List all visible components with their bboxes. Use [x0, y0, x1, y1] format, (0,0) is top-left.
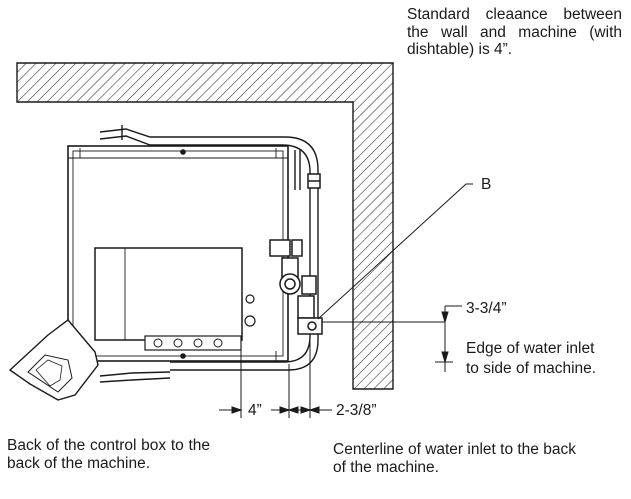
callout-b-arrow: [317, 183, 467, 320]
wall-hatched: [16, 62, 394, 390]
dimension-centerline-label: 2-3/8”: [336, 402, 377, 419]
inlet-valves: [269, 173, 323, 335]
dimension-inlet-edge-label: 3-3/4”: [466, 300, 507, 317]
dimension-wall-gap-label: 4”: [248, 402, 262, 419]
inlet-edge-note-line1: Edge of water inlet: [466, 340, 595, 357]
centerline-note: Centerline of water inlet to the back of…: [333, 441, 576, 476]
inlet-piping: [99, 125, 319, 383]
callout-b-label: B: [481, 176, 491, 193]
dimension-bottom: [219, 334, 332, 418]
clearance-note: Standard cleaance between the wall and m…: [407, 6, 622, 58]
inlet-edge-note-line2: to side of machine.: [466, 360, 597, 377]
dimension-inlet-edge: [322, 305, 462, 372]
drain-hose: [8, 319, 99, 401]
control-box: [94, 247, 256, 351]
control-box-note: Back of the control box to the back of t…: [7, 437, 210, 472]
